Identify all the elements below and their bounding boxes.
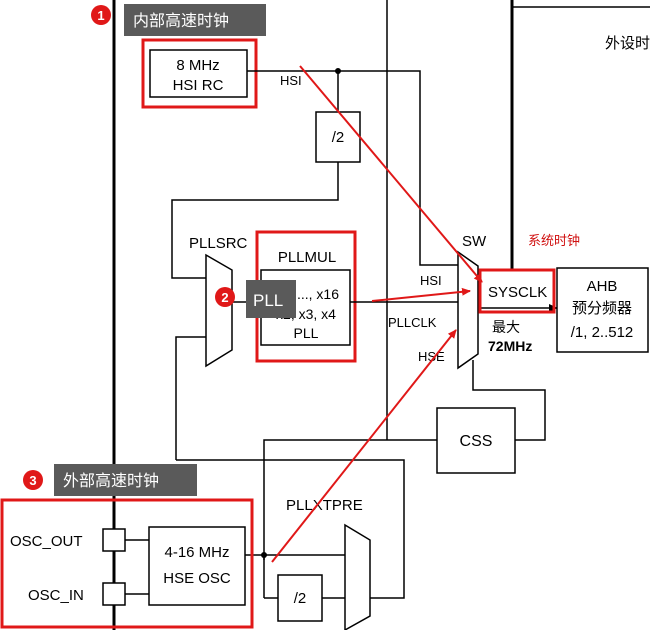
hse-highlight-box [0,498,254,629]
osc-wiring [102,528,345,606]
hsi-rc-block: 8 MHz HSI RC [149,49,248,98]
pllsrc-mux: PLLSRC [189,235,248,368]
pllsrc-label: PLLSRC [189,235,248,252]
hsi-wiring [171,70,458,279]
sw-label: SW [462,233,487,250]
hsi-highlight-box [141,38,258,109]
sw-mux: SW [457,233,487,370]
svg-text:4-16 MHz: 4-16 MHz [164,544,229,561]
callout-3-label: 外部高速时钟 [63,472,159,490]
ahb-prescaler-block: AHB 预分频器 /1, 2..512 [556,267,649,353]
red-arrows [271,65,483,563]
hsi-top-label: HSI [280,73,302,88]
svg-text:/1, 2..512: /1, 2..512 [571,324,634,341]
sysclk-label: SYSCLK [488,284,547,301]
svg-text:1: 1 [97,8,104,23]
callout-2: 2 PLL [215,280,296,318]
css-block: CSS [436,407,516,474]
svg-text:CSS: CSS [460,433,493,450]
svg-text:..., x16: ..., x16 [297,286,339,302]
svg-text:2: 2 [221,290,228,305]
css-wiring [176,360,546,599]
callout-3: 3 外部高速时钟 [23,464,197,496]
svg-text:AHB: AHB [587,278,618,295]
pllclk-label: PLLCLK [388,315,437,330]
div2-hsi-block: /2 [315,111,361,163]
sysclk-note: 系统时钟 [528,233,580,248]
hsi-rc-name: HSI RC [173,77,224,94]
svg-text:/2: /2 [332,129,345,146]
callout-2-label: PLL [253,291,283,310]
svg-text:HSE OSC: HSE OSC [163,570,231,587]
sysclk-highlight-box [478,268,556,314]
div2-hse-block: /2 [277,574,323,622]
callout-1: 1 内部高速时钟 [91,4,266,36]
osc-in-label: OSC_IN [28,587,84,604]
svg-text:/2: /2 [294,590,307,607]
max-freq: 72MHz [488,338,532,354]
pllxtpre-label: PLLXTPRE [286,497,363,514]
pllxtpre-mux: PLLXTPRE [286,497,371,630]
pll-block: PLLMUL ..., x16 x2, x3, x4 PLL [260,249,351,346]
callout-1-label: 内部高速时钟 [133,12,229,30]
periph-label: 外设时 [605,35,650,52]
osc-out-label: OSC_OUT [10,533,83,550]
bus-lines [112,0,650,630]
hse-osc-block: 4-16 MHz HSE OSC [148,526,246,606]
svg-text:3: 3 [29,473,36,488]
max-label: 最大 [492,319,520,335]
pllmul-label: PLLMUL [278,249,336,266]
svg-text:PLL: PLL [294,325,319,341]
hsi-rc-freq: 8 MHz [176,57,219,74]
hsi-sw-label: HSI [420,273,442,288]
svg-text:预分频器: 预分频器 [572,300,632,317]
